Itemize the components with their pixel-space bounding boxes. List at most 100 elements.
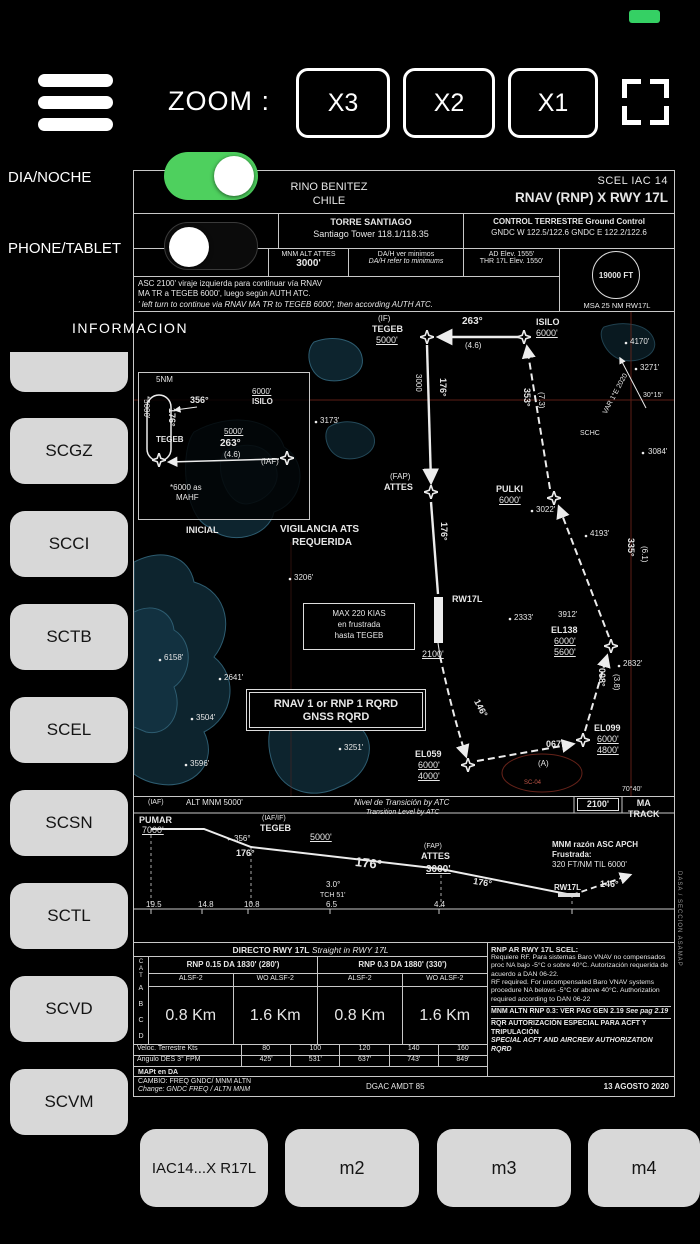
chart-margin-text: DASA / SECCION ASAMAP <box>676 871 682 967</box>
dah-cell: DA/H ver minimos DA/H refer to minimums <box>349 249 464 276</box>
tower-frequency: Santiago Tower 118.1/118.35 <box>313 229 429 239</box>
chart-tab-m4[interactable]: m4 <box>588 1129 700 1207</box>
chart-label: PUMAR <box>139 815 172 825</box>
chart-label: (7.3) <box>537 392 546 409</box>
chart-label: 5000' <box>310 832 332 842</box>
chart-label: Frustrada: <box>552 850 592 859</box>
authority-note: DGAC AMDT 85 <box>366 1082 425 1091</box>
sidebar-item-scci[interactable]: SCCI <box>10 511 128 577</box>
equipment-required-box: RNAV 1 or RNP 1 RQRD GNSS RQRD <box>246 689 426 731</box>
zoom-x1-button[interactable]: X1 <box>508 68 598 138</box>
msa-label: MSA 25 NM RW17L <box>583 301 651 310</box>
phone-tablet-label: PHONE/TABLET <box>8 240 122 257</box>
ma-track-label: MA TRACK <box>628 798 660 819</box>
sidebar-title: INFORMACION <box>72 320 189 336</box>
lighting-row: ALSF-2 WO ALSF-2 ALSF-2 WO ALSF-2 <box>149 974 487 987</box>
sidebar-item-scel[interactable]: SCEL <box>10 697 128 763</box>
chart-label: 6000' <box>499 495 521 505</box>
chart-label: 335° <box>626 538 636 557</box>
chart-label: 5000' <box>224 427 244 436</box>
mapt-label: MAPt en DA <box>134 1066 487 1078</box>
sidebar-item-partial[interactable] <box>10 352 128 392</box>
chart-label: 353° <box>522 388 532 407</box>
chart-label: RW17L <box>554 883 581 892</box>
elevation-cell: AD Elev. 1555' THR 17L Elev. 1550' <box>479 251 544 265</box>
chart-label: VIGILANCIA ATS <box>280 524 360 535</box>
ma-altitude-box: 2100' <box>577 798 619 811</box>
sidebar-item-scgz[interactable]: SCGZ <box>10 418 128 484</box>
airport-country: CHILE <box>312 195 346 207</box>
ground-frequency: GNDC W 122.5/122.6 GNDC E 122.2/122.6 <box>491 228 647 237</box>
missed-approach-text: ASC 2100' viraje izquierda para continua… <box>134 276 559 311</box>
chart-label: 14.8 <box>198 900 214 909</box>
phone-tablet-toggle[interactable] <box>164 222 258 270</box>
chart-label: 263° <box>220 438 241 449</box>
chart-label: (IAF) <box>148 799 164 806</box>
chart-label: SCHC <box>580 430 600 437</box>
chart-label: (IAF) <box>261 457 279 466</box>
chart-label: 3912' <box>558 610 578 619</box>
chart-label: (IF) <box>378 314 391 323</box>
bracket-corner <box>622 106 641 125</box>
fullscreen-icon[interactable] <box>622 79 669 125</box>
minimums-notes: RNP AR RWY 17L SCEL: Requiere RF. Para s… <box>488 943 674 1076</box>
chart-label: 4193' <box>590 529 610 538</box>
chart-label: 6000' <box>252 387 272 396</box>
day-night-toggle[interactable] <box>164 152 258 200</box>
chart-label: 176° <box>438 378 448 397</box>
chart-label: (4.6) <box>465 341 482 350</box>
chart-label: (FAP) <box>424 843 442 850</box>
chart-label: ATTES <box>384 482 413 492</box>
chart-label: SC-04 <box>524 780 542 786</box>
sidebar-item-scsn[interactable]: SCSN <box>10 790 128 856</box>
chart-label: 356° <box>190 395 209 405</box>
da-row: RNP 0.15 DA 1830' (280') RNP 0.3 DA 1880… <box>149 957 487 974</box>
day-night-label: DIA/NOCHE <box>8 169 92 186</box>
chart-label: (6.1) <box>640 546 649 563</box>
minimums-left: DIRECTO RWY 17L Straight in RWY 17L CAT … <box>134 943 488 1076</box>
chart-label: 146° <box>600 879 619 889</box>
category-column: CAT A B C D <box>134 957 149 1044</box>
chart-label: MAHF <box>176 493 199 502</box>
chart-label: 3000 <box>414 374 423 392</box>
chart-label: 176° <box>354 854 383 873</box>
chart-id: SCEL IAC 14 <box>597 175 668 187</box>
speed-restriction-box: MAX 220 KIAS en frustrada hasta TEGEB <box>303 603 415 650</box>
chart-label: 3504' <box>196 713 216 722</box>
chart-label: 6000' <box>597 734 619 744</box>
chart-label: 3084' <box>648 447 668 456</box>
chart-label: 6000' <box>418 760 440 770</box>
chart-label: 2100' <box>422 649 444 659</box>
chart-label: PULKI <box>496 484 523 494</box>
chart-label: 5000' <box>376 335 398 345</box>
chart-tab-m3[interactable]: m3 <box>437 1129 571 1207</box>
zoom-x3-button[interactable]: X3 <box>296 68 390 138</box>
sidebar-item-sctb[interactable]: SCTB <box>10 604 128 670</box>
chart-label: 70°40' <box>622 786 642 793</box>
approach-chart[interactable]: RINO BENITEZ CHILE SCEL IAC 14 RNAV (RNP… <box>133 170 682 1097</box>
effective-date: 13 AGOSTO 2020 <box>603 1082 669 1091</box>
chart-label: 7000' <box>142 825 164 835</box>
sidebar-item-scvm[interactable]: SCVM <box>10 1069 128 1135</box>
plan-view[interactable]: MAX 220 KIAS en frustrada hasta TEGEB RN… <box>134 311 674 796</box>
chart-footer: CAMBIO: FREQ GNDC/ MNM ALTN Change: GNDC… <box>134 1076 674 1094</box>
profile-view: 2100' MA TRACK (IAF)ALT MNM 5000'Nivel d… <box>134 796 674 942</box>
sidebar-item-scvd[interactable]: SCVD <box>10 976 128 1042</box>
chart-label: 2832' <box>623 659 643 668</box>
chart-label: 3022' <box>536 505 556 514</box>
chart-tab-iac14[interactable]: IAC14...X R17L <box>140 1129 268 1207</box>
chart-label: EL059 <box>415 749 442 759</box>
sidebar-item-sctl[interactable]: SCTL <box>10 883 128 949</box>
chart-label: 067° <box>546 739 565 749</box>
chart-label: 6000' <box>554 636 576 646</box>
inset-geometry <box>146 394 294 468</box>
zoom-x2-button[interactable]: X2 <box>403 68 495 138</box>
airport-name: RINO BENITEZ <box>290 181 368 193</box>
chart-label: 3251' <box>344 743 364 752</box>
chart-label: MNM razón ASC APCH <box>552 840 639 849</box>
chart-tab-m2[interactable]: m2 <box>285 1129 419 1207</box>
menu-button[interactable] <box>38 74 113 140</box>
ground-cell: CONTROL TERRESTRE Ground Control GNDC W … <box>464 214 674 248</box>
bracket-corner <box>650 106 669 125</box>
chart-label: RW17L <box>452 594 483 604</box>
